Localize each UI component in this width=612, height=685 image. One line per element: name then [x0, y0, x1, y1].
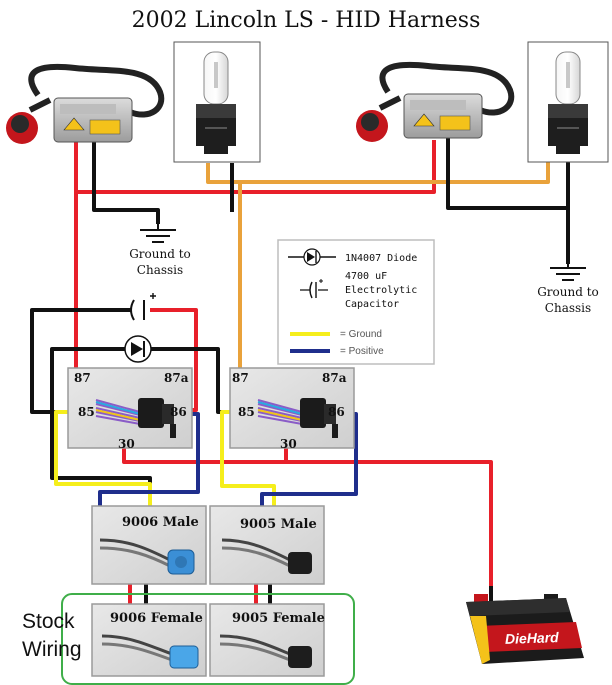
relay-icon-left [95, 398, 176, 438]
legend-capacitor-line2: Electrolytic [345, 285, 417, 296]
connector-panel-9005-female [209, 603, 325, 677]
wire-relay-left-30 [122, 446, 493, 590]
relay-panel-right [229, 367, 355, 449]
connector-9006-male-label: 9006 Male [122, 515, 199, 530]
relay-right-pin-85: 85 [238, 405, 255, 419]
relay-left-pin-86: 86 [170, 405, 187, 419]
relay-left-pin-30: 30 [118, 437, 135, 451]
wires [30, 138, 570, 606]
h1-halogen-bulb-icon-right [527, 41, 609, 163]
hid-ballast-icon-right [356, 61, 515, 142]
connector-9005-male-label: 9005 Male [240, 517, 317, 532]
connector-9006-female-label: 9006 Female [110, 611, 203, 626]
relay-left-pin-87: 87 [74, 371, 91, 385]
wire-left-bulb-orange [206, 162, 550, 184]
relay-panel-left [67, 367, 193, 449]
legend-diode-label: 1N4007 Diode [345, 253, 417, 264]
relay-icon-right [257, 398, 338, 438]
wire-right-ballast-black [446, 138, 570, 264]
wire-plug-icon-9006-female [101, 634, 199, 669]
connector-panel-9006-male [91, 505, 207, 585]
wire-plug-icon-9005-male [221, 538, 312, 574]
relay-right-pin-30: 30 [280, 437, 297, 451]
relay-left-pin-87a: 87a [164, 371, 189, 385]
legend-capacitor-line1: 4700 uF [345, 271, 387, 282]
ground-right-label-line1: Ground to [537, 285, 599, 299]
wire-left-86-blue [98, 412, 200, 508]
hid-ballast-icon-left [6, 63, 165, 144]
h1-halogen-bulb-icon-left [173, 41, 261, 163]
car-battery-icon [466, 594, 584, 664]
legend-positive-label: = Positive [340, 346, 384, 357]
stock-wiring-label-line1: Stock [22, 610, 75, 633]
legend-capacitor-icon [300, 279, 328, 299]
wire-plug-icon-9005-female [219, 634, 312, 668]
legend-box [277, 239, 435, 365]
wire-left-red-bus [74, 140, 436, 194]
legend-diode-icon [288, 248, 336, 266]
legend-ground-label: = Ground [340, 329, 382, 340]
battery-brand-label: DieHard [505, 629, 560, 647]
capacitor-icon [130, 293, 156, 321]
legend-capacitor-line3: Capacitor [345, 299, 399, 310]
diode-icon [124, 335, 152, 363]
ground-symbol-icon-right [550, 262, 586, 281]
ground-symbol-icon-left [140, 222, 176, 243]
relay-left-pin-85: 85 [78, 405, 95, 419]
ground-left-label-line2: Chassis [137, 263, 183, 277]
wire-plug-icon-9006-male [99, 538, 195, 575]
connector-9005-female-label: 9005 Female [232, 611, 325, 626]
ground-right-label-line2: Chassis [545, 301, 591, 315]
connector-panel-9006-female [91, 603, 207, 677]
connector-panel-9005-male [209, 505, 325, 585]
wire-left-ballast-black [92, 140, 160, 224]
stock-wiring-outline [61, 593, 355, 685]
diagram-title: 2002 Lincoln LS - HID Harness [131, 8, 481, 33]
relay-right-pin-87: 87 [232, 371, 249, 385]
relay-right-pin-86: 86 [328, 405, 345, 419]
stock-wiring-label-line2: Wiring [22, 638, 82, 661]
ground-left-label-line1: Ground to [129, 247, 191, 261]
relay-right-pin-87a: 87a [322, 371, 347, 385]
